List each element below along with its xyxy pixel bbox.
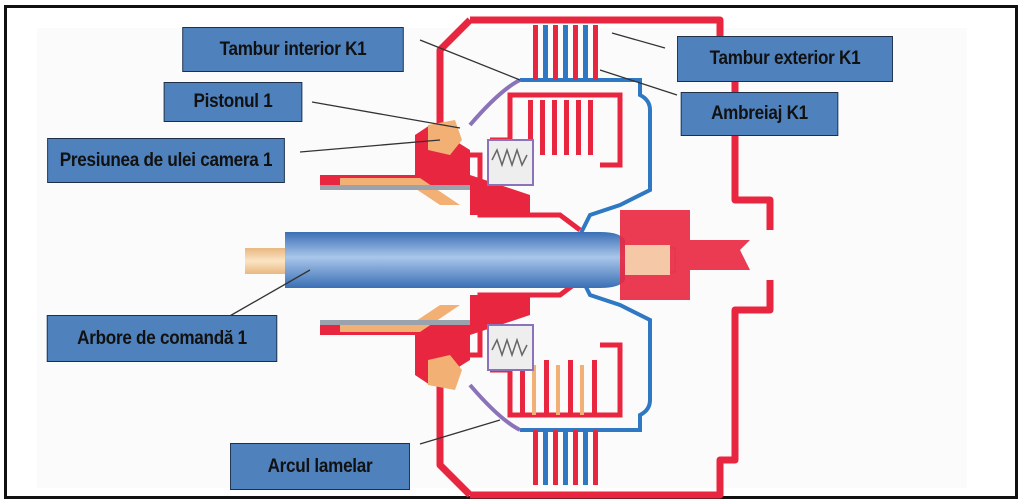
inner-drum bbox=[520, 78, 652, 432]
label-arcul: Arcul lamelar bbox=[230, 443, 410, 490]
label-ambreiaj: Ambreiaj K1 bbox=[680, 92, 839, 136]
leader-ambreiaj bbox=[599, 69, 678, 96]
leader-tambur-exterior bbox=[611, 32, 666, 49]
label-arbore: Arbore de comandă 1 bbox=[46, 315, 278, 362]
label-tambur-exterior: Tambur exterior K1 bbox=[677, 36, 893, 82]
leader-tambur-interior bbox=[419, 39, 521, 81]
label-pistonul: Pistonul 1 bbox=[163, 82, 303, 122]
clutch-plates-bottom bbox=[520, 360, 598, 485]
input-shaft bbox=[245, 210, 750, 300]
leader-pistonul bbox=[311, 101, 461, 129]
leaf-springs bbox=[468, 78, 534, 432]
leader-presiunea bbox=[299, 139, 441, 153]
leader-arbore bbox=[227, 269, 311, 318]
leader-arcul bbox=[419, 419, 501, 445]
label-presiunea: Presiunea de ulei camera 1 bbox=[47, 138, 285, 183]
leader-lines bbox=[227, 32, 678, 445]
label-tambur-interior: Tambur interior K1 bbox=[182, 27, 404, 72]
clutch-plates-top bbox=[528, 25, 598, 155]
